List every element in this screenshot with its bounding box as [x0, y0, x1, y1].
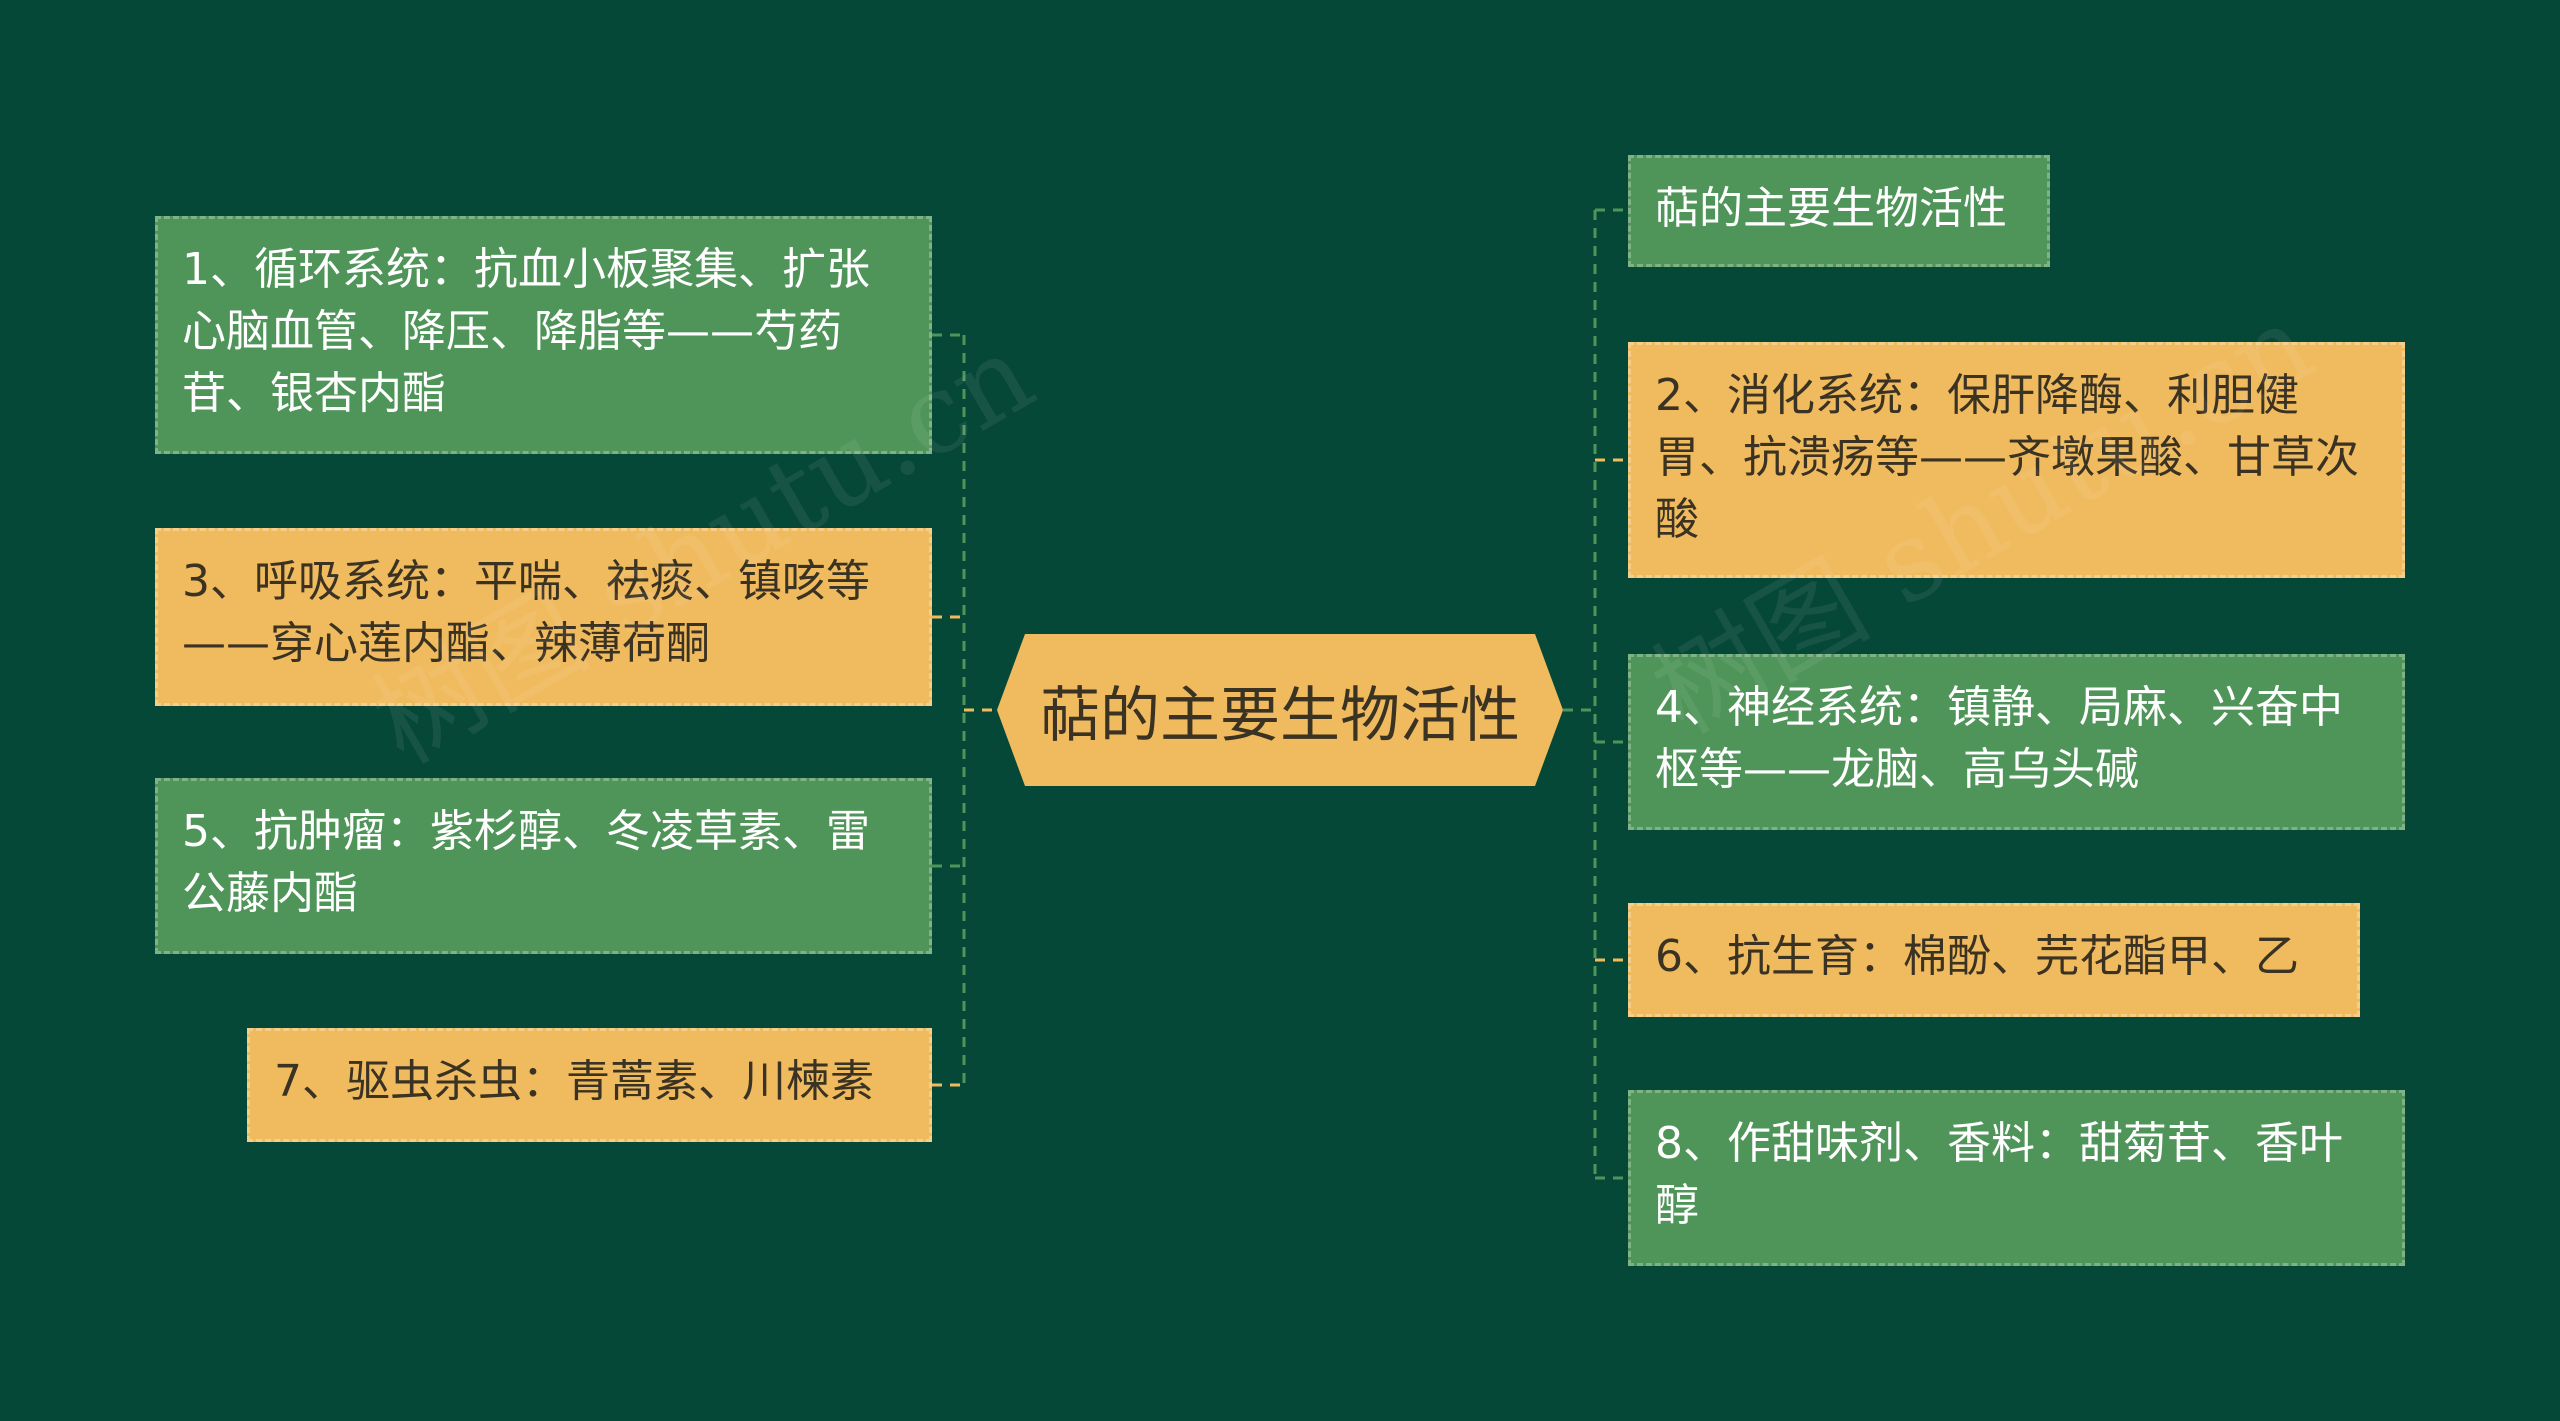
branch-label: 3、呼吸系统：平喘、祛痰、镇咳等——穿心莲内酯、辣薄荷酮: [182, 556, 870, 669]
branch-label: 7、驱虫杀虫：青蒿素、川楝素: [274, 1056, 874, 1107]
branch-label: 萜的主要生物活性: [1655, 183, 2007, 234]
right-branch-antifertility[interactable]: 6、抗生育：棉酚、芫花酯甲、乙: [1628, 903, 2360, 1017]
branch-label: 6、抗生育：棉酚、芫花酯甲、乙: [1655, 931, 2299, 982]
left-branch-circulation[interactable]: 1、循环系统：抗血小板聚集、扩张心脑血管、降压、降脂等——芍药苷、银杏内酯: [155, 216, 932, 454]
center-topic[interactable]: 萜的主要生物活性: [997, 634, 1563, 786]
left-branch-respiratory[interactable]: 3、呼吸系统：平喘、祛痰、镇咳等——穿心莲内酯、辣薄荷酮: [155, 528, 932, 706]
right-branch-sweetener[interactable]: 8、作甜味剂、香料：甜菊苷、香叶醇: [1628, 1090, 2405, 1266]
center-topic-label: 萜的主要生物活性: [1040, 680, 1520, 751]
branch-label: 8、作甜味剂、香料：甜菊苷、香叶醇: [1655, 1118, 2343, 1231]
branch-label: 4、神经系统：镇静、局麻、兴奋中枢等——龙脑、高乌头碱: [1655, 682, 2343, 795]
branch-label: 5、抗肿瘤：紫杉醇、冬凌草素、雷公藤内酯: [182, 806, 870, 919]
left-branch-antitumor[interactable]: 5、抗肿瘤：紫杉醇、冬凌草素、雷公藤内酯: [155, 778, 932, 954]
right-branch-digestive[interactable]: 2、消化系统：保肝降酶、利胆健胃、抗溃疡等——齐墩果酸、甘草次酸: [1628, 342, 2405, 578]
center-hexagon-shape: [997, 634, 1563, 786]
branch-label: 1、循环系统：抗血小板聚集、扩张心脑血管、降压、降脂等——芍药苷、银杏内酯: [182, 244, 870, 419]
right-branch-nervous[interactable]: 4、神经系统：镇静、局麻、兴奋中枢等——龙脑、高乌头碱: [1628, 654, 2405, 830]
right-branch-title[interactable]: 萜的主要生物活性: [1628, 155, 2050, 267]
left-branch-insecticide[interactable]: 7、驱虫杀虫：青蒿素、川楝素: [247, 1028, 932, 1142]
branch-label: 2、消化系统：保肝降酶、利胆健胃、抗溃疡等——齐墩果酸、甘草次酸: [1655, 370, 2359, 545]
